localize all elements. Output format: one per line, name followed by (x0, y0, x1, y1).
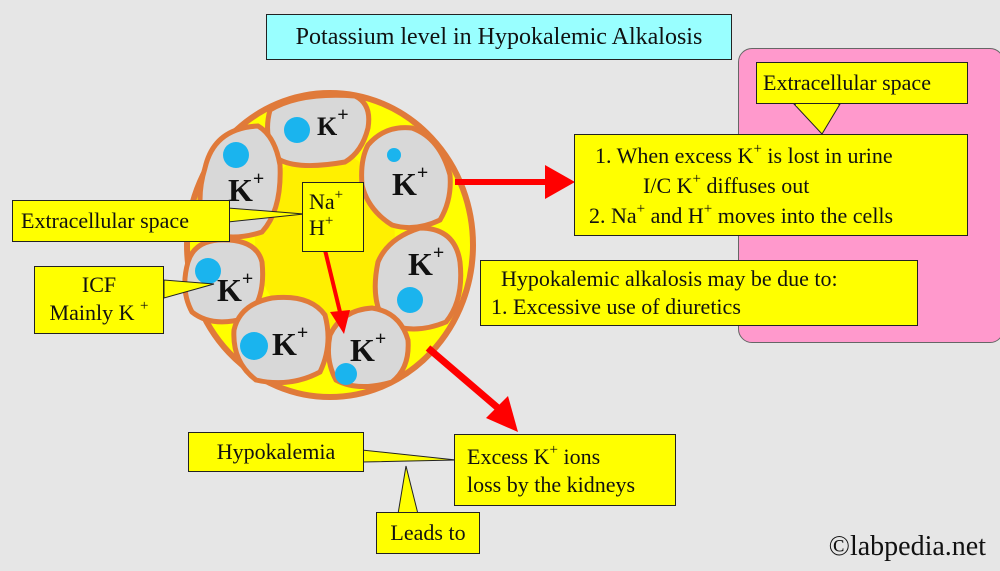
potassium-label: K+ (228, 168, 265, 208)
callout-pointer (792, 103, 841, 135)
extracellular-label-left: Extracellular space (12, 200, 230, 242)
cause-box: Hypokalemic alkalosis may be due to: 1. … (480, 260, 918, 326)
potassium-dot (240, 332, 268, 360)
leads-to-label: Leads to (376, 512, 480, 554)
page-title: Potassium level in Hypokalemic Alkalosis (266, 14, 732, 60)
potassium-label: K+ (317, 104, 349, 141)
icf-label: ICF Mainly K + (34, 266, 164, 334)
potassium-dot (335, 363, 357, 385)
arrow-to-kidneys (425, 345, 518, 432)
watermark: ©labpedia.net (828, 531, 986, 562)
potassium-label: K+ (217, 268, 254, 308)
potassium-label: K+ (272, 322, 309, 362)
potassium-dot (223, 142, 249, 168)
excess-box: Excess K+ ions loss by the kidneys (454, 434, 676, 506)
potassium-label: K+ (350, 328, 387, 368)
hypokalemia-label: Hypokalemia (188, 432, 364, 472)
sodium-hydrogen-box: Na+ H+ (302, 182, 364, 252)
mechanism-box: 1. When excess K+ is lost in urine I/C K… (574, 134, 968, 236)
potassium-dot (195, 258, 221, 284)
callout-pointer (361, 449, 457, 463)
arrow-into-cell (323, 249, 350, 334)
callout-pointer (163, 279, 215, 299)
potassium-label: K+ (408, 242, 445, 282)
potassium-dot (284, 117, 310, 143)
extracellular-label-right: Extracellular space (756, 62, 968, 104)
potassium-dot (397, 287, 423, 313)
potassium-label: K+ (392, 162, 429, 202)
arrow-to-info (455, 165, 575, 199)
potassium-dot (387, 148, 401, 162)
callout-pointer (397, 465, 419, 515)
